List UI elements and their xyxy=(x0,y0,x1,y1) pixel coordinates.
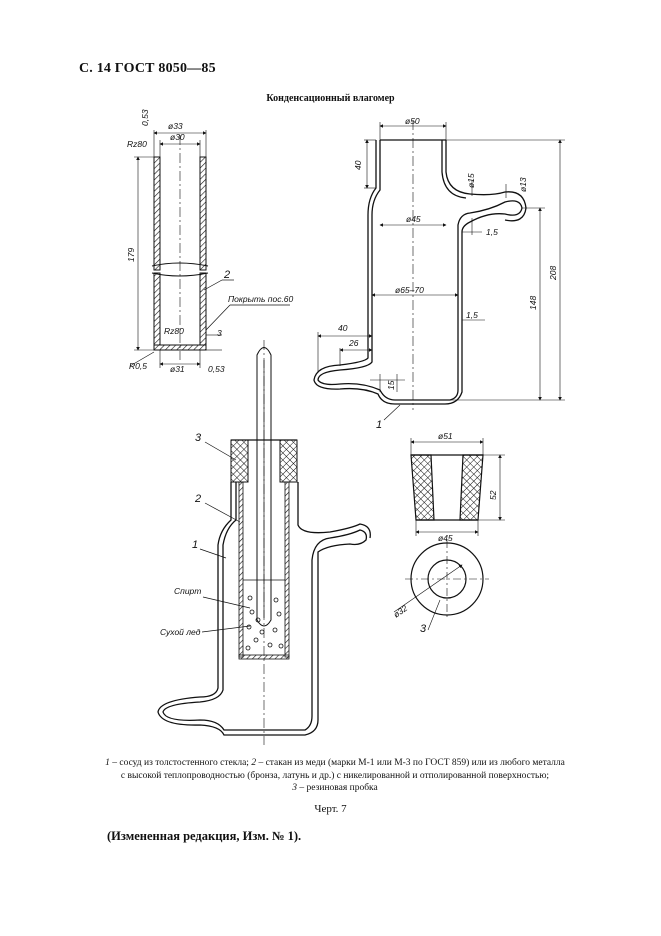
vessel-dim-top-d: ø50 xyxy=(405,116,420,126)
caption-line-2: с высокой теплопроводностью (бронза, лат… xyxy=(120,770,550,781)
vessel-callout-1: 1 xyxy=(376,419,382,431)
tube-dim-inner-d: ø30 xyxy=(170,132,185,142)
assembly-callout-2: 2 xyxy=(194,493,201,505)
label-dry-ice: Сухой лед xyxy=(160,627,201,637)
assembly-drawing xyxy=(157,340,371,745)
tube-note: Покрыть пос.60 xyxy=(228,294,294,304)
tube-dim-three: 3 xyxy=(217,328,222,338)
vessel-dim-inner-d: ø45 xyxy=(406,214,421,224)
vessel-dim-h-total: 208 xyxy=(548,266,558,281)
caption-n2: 2 xyxy=(251,758,257,768)
vessel-dim-h-side: 148 xyxy=(528,296,538,310)
tube-dim-bottom-wall: 0,53 xyxy=(208,364,225,374)
caption-t1: – сосуд из толстостенного стекла; xyxy=(109,758,252,768)
tube-rough-top: Rz80 xyxy=(127,139,147,149)
tube-dim-length: 179 xyxy=(126,248,136,262)
vessel-dim-spout-l1: 40 xyxy=(338,323,348,333)
figure-number: Черт. 7 xyxy=(314,803,347,815)
tube-drawing xyxy=(129,130,290,368)
stopper-dim-height: 52 xyxy=(488,490,498,500)
caption-n3: 3 xyxy=(292,783,298,793)
tube-dim-radius: R0,5 xyxy=(129,361,147,371)
vessel-dim-body-d: ø65–70 xyxy=(395,285,424,295)
caption-line-3: 3 – резиновая пробка xyxy=(80,782,590,795)
dry-ice-particles xyxy=(245,595,284,651)
stopper-dim-bottom-d: ø45 xyxy=(438,533,453,543)
stopper-dim-hole-d: ø32 xyxy=(391,603,409,620)
edition-note: (Измененная редакция, Изм. № 1). xyxy=(107,829,302,843)
vessel-drawing xyxy=(313,139,527,405)
assembly-callout-1: 1 xyxy=(192,539,198,551)
tube-dim-bottom-d: ø31 xyxy=(170,364,185,374)
vessel-dim-side-d: ø15 xyxy=(466,173,476,188)
label-alcohol: Спирт xyxy=(174,586,201,596)
figure-title: Конденсационный влагомер xyxy=(266,93,395,104)
page-header: С. 14 ГОСТ 8050—85 xyxy=(79,61,216,76)
tube-dim-outer-d: ø33 xyxy=(168,121,183,131)
caption-n1: 1 xyxy=(105,758,110,768)
caption-t2: – стакан из меди (марки М-1 или М-3 по Г… xyxy=(256,758,565,768)
tube-rough-bottom: Rz80 xyxy=(164,326,184,336)
tube-callout-2: 2 xyxy=(223,269,230,281)
tube-dim-wall: 0,53 xyxy=(140,109,150,126)
stopper-callout-3: 3 xyxy=(420,623,427,635)
assembly-callout-3: 3 xyxy=(195,432,202,444)
caption-t3: – резиновая пробка xyxy=(297,783,378,793)
vessel-dim-wall1: 1,5 xyxy=(486,227,498,237)
vessel-dim-side-d2: ø13 xyxy=(518,177,528,192)
stopper-dim-top-d: ø51 xyxy=(438,431,453,441)
vessel-dim-neck-h: 40 xyxy=(353,160,363,170)
caption-line-1: 1 – сосуд из толстостенного стекла; 2 – … xyxy=(80,757,590,770)
vessel-dim-spout-l2: 26 xyxy=(348,338,359,348)
vessel-dim-bottom-h: 15 xyxy=(386,380,396,390)
vessel-dim-wall2: 1,5 xyxy=(466,310,478,320)
stopper-drawing xyxy=(410,454,484,616)
figure-caption: 1 – сосуд из толстостенного стекла; 2 – … xyxy=(80,757,590,795)
